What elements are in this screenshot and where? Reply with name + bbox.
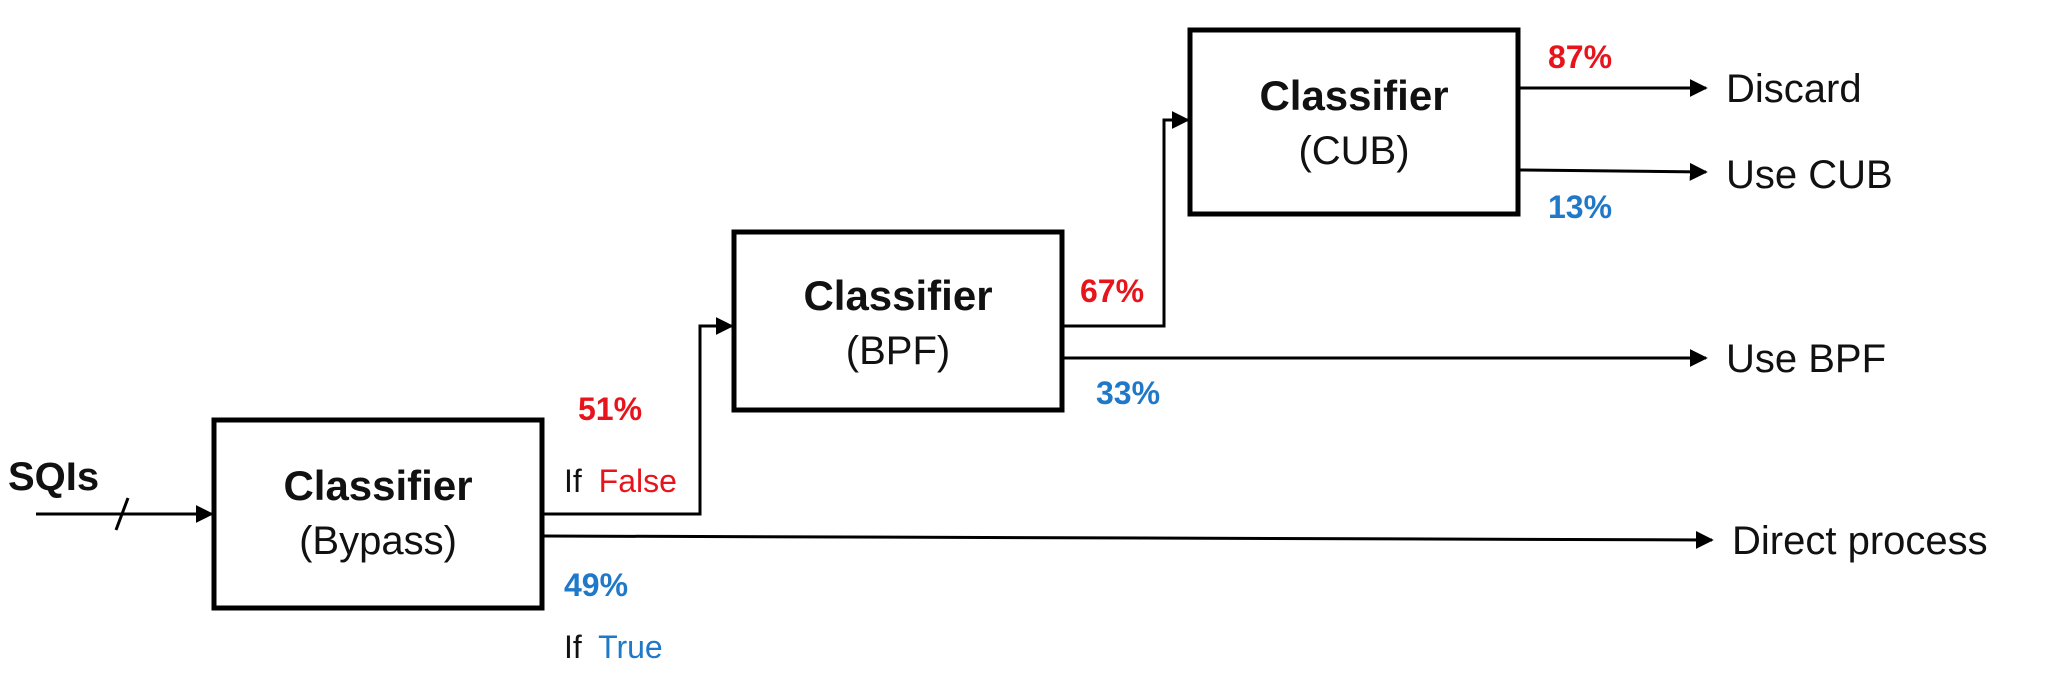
cub-true-percent: 13% (1548, 189, 1612, 225)
output-direct-process: Direct process (1732, 519, 1988, 563)
output-discard: Discard (1726, 67, 1862, 111)
classifier-bypass-box (211, 417, 545, 611)
condition-if-word-false: If (564, 463, 582, 499)
output-use-cub: Use CUB (1726, 153, 1893, 197)
cub-false-percent: 87% (1548, 39, 1612, 75)
condition-if-false: If False (564, 463, 677, 499)
classifier-cub-box (1187, 27, 1521, 217)
input-slash (114, 497, 130, 531)
classifier-bypass-subtitle: (Bypass) (299, 519, 457, 563)
output-use-bpf: Use BPF (1726, 337, 1886, 381)
condition-if-true: If True (564, 629, 663, 665)
bpf-true-percent: 33% (1096, 375, 1160, 411)
bypass-to-direct-arrow (543, 530, 1714, 549)
classifier-cub-subtitle: (CUB) (1298, 129, 1409, 173)
classifier-bypass-title: Classifier (283, 462, 472, 509)
bypass-false-percent: 51% (578, 391, 642, 427)
classifier-cub-title: Classifier (1259, 72, 1448, 119)
condition-true-word: True (598, 629, 663, 665)
classifier-bpf-box (731, 229, 1065, 413)
bpf-to-cub-arrow (1064, 111, 1190, 328)
condition-if-word-true: If (564, 629, 582, 665)
bypass-true-percent: 49% (564, 567, 628, 603)
classifier-bpf-title: Classifier (803, 272, 992, 319)
cub-to-use-cub-arrow (1519, 162, 1708, 181)
input-label: SQIs (8, 455, 99, 499)
condition-false-word: False (599, 463, 677, 499)
bpf-false-percent: 67% (1080, 273, 1144, 309)
classifier-bpf-subtitle: (BPF) (846, 329, 950, 373)
bypass-to-bpf-arrow (544, 317, 734, 516)
